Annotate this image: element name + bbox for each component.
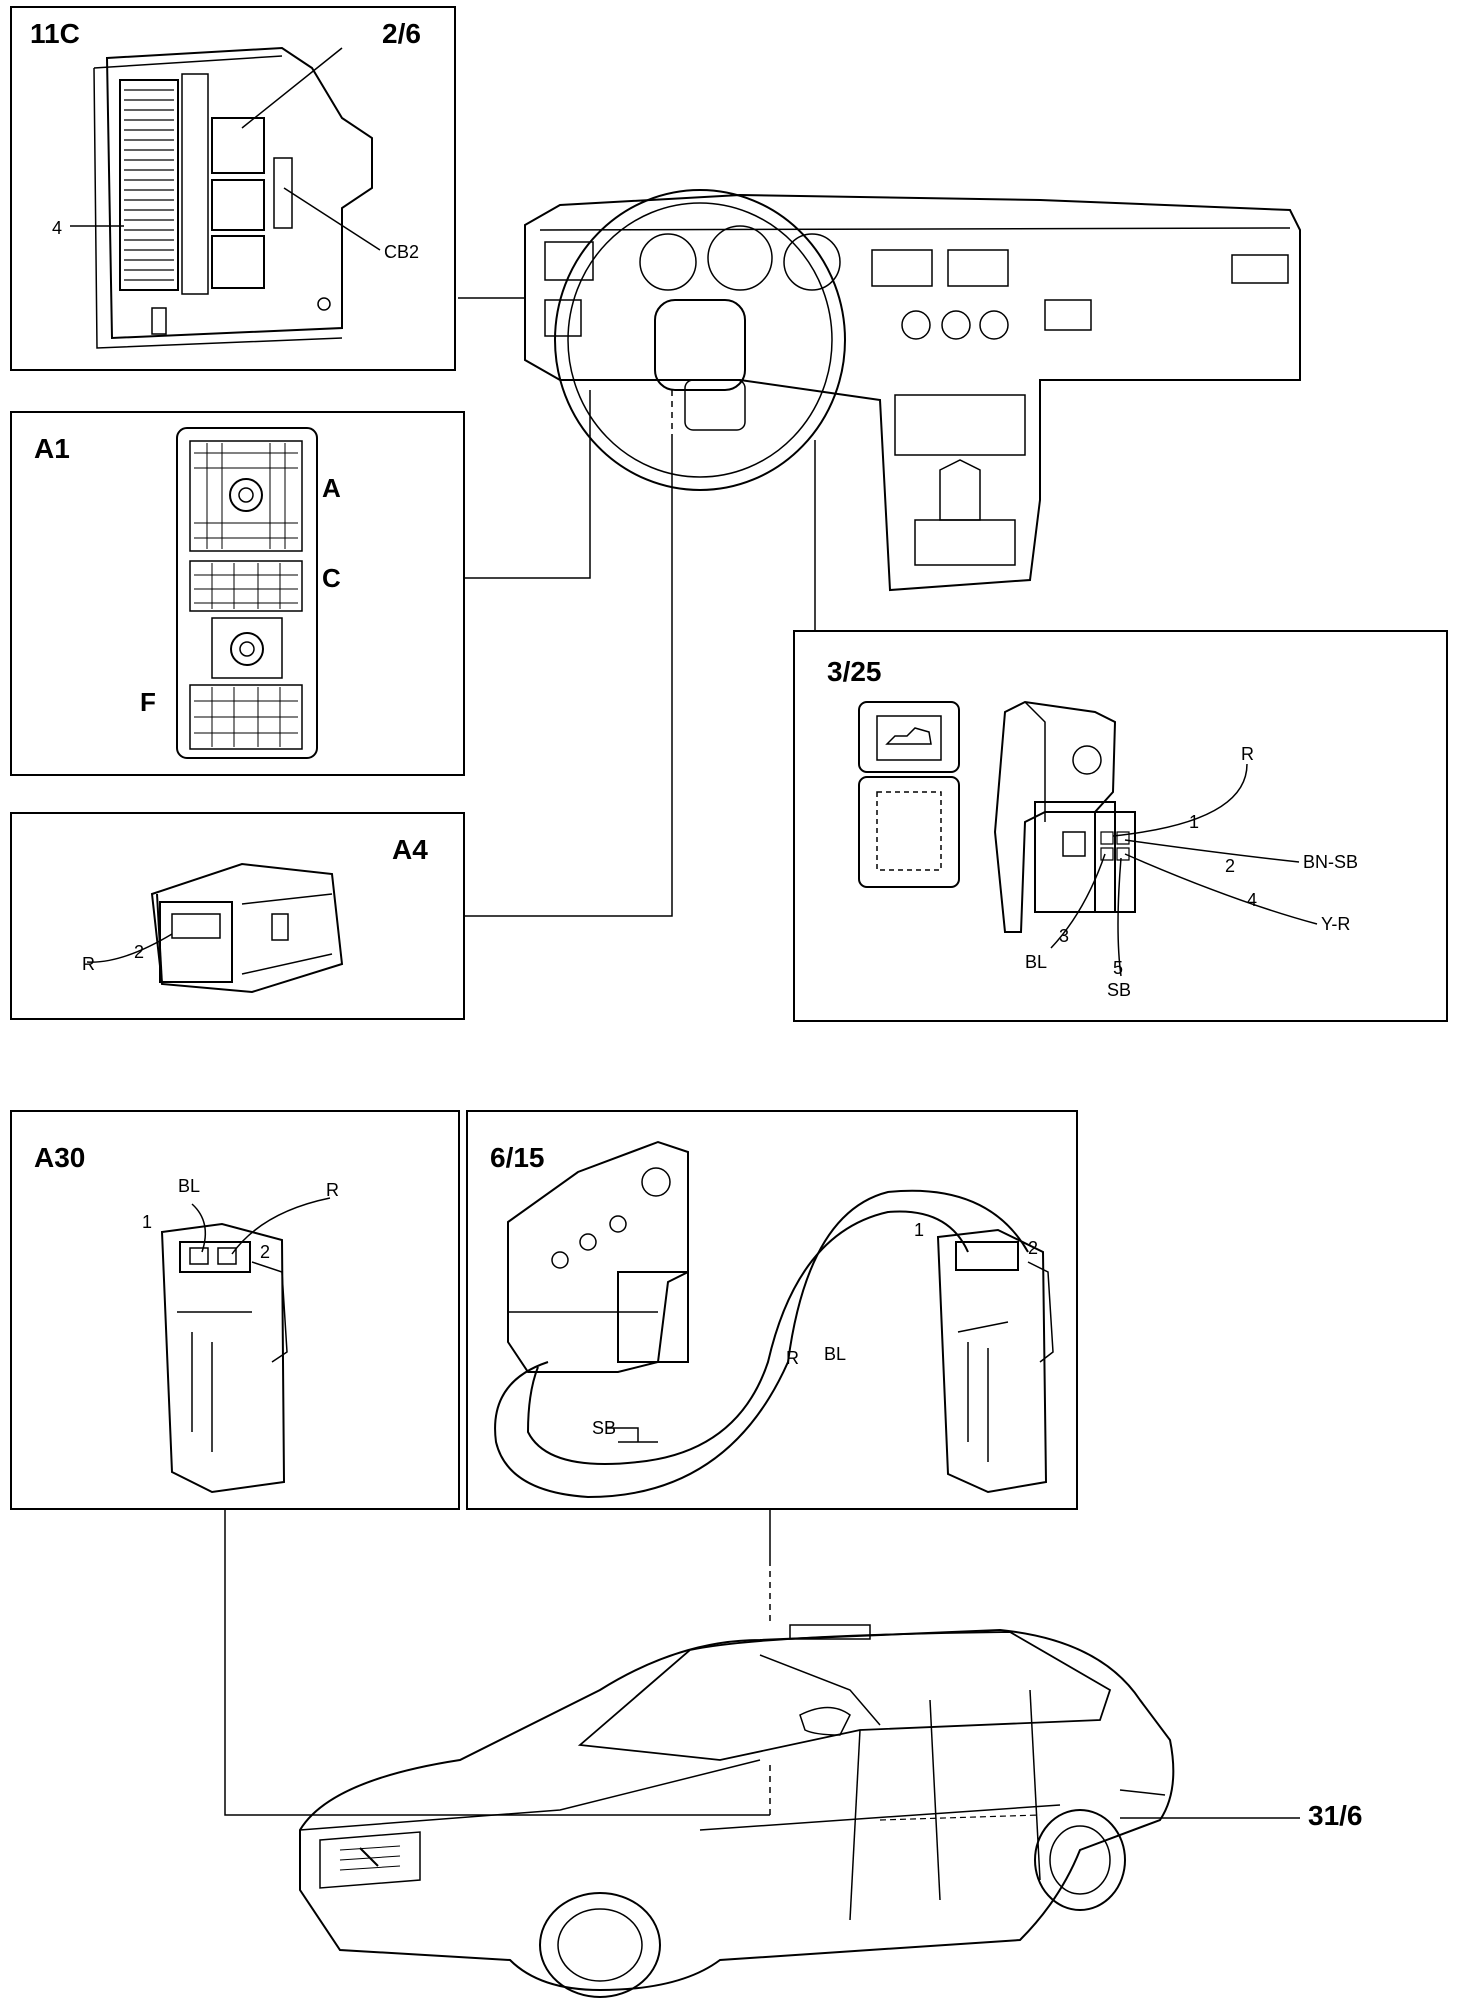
a30-wire-bl-label: BL (178, 1176, 201, 1196)
pin-4-label: 4 (1247, 890, 1258, 910)
panel-3-25-title: 3/25 (827, 656, 882, 687)
panel-6-15-title: 6/15 (490, 1142, 545, 1173)
switch-3-25-drawing (795, 632, 1450, 1024)
panel-a1: A1 A C F (10, 411, 465, 776)
a30-pin-1-label: 1 (142, 1212, 153, 1232)
p615-wire-bl-label: BL (824, 1344, 847, 1364)
panel-11c-label-4: 4 (52, 218, 63, 238)
fuse-box-drawing (12, 8, 458, 373)
pin-5-label: 5 (1113, 958, 1124, 978)
connector-f-label: F (140, 687, 156, 717)
panel-a30-title: A30 (34, 1142, 86, 1173)
panel-11c-title: 11C (30, 18, 80, 49)
p615-wire-sb-label: SB (592, 1418, 617, 1438)
connector-c-label: C (322, 563, 341, 593)
a30-connector-drawing (12, 1112, 462, 1512)
panel-a4: A4 R 2 (10, 812, 465, 1020)
panel-a4-wire-label: R (82, 954, 95, 974)
wire-bn-sb-label: BN-SB (1303, 852, 1359, 872)
wire-y-r-label: Y-R (1321, 914, 1351, 934)
panel-11c: 11C 2/6 4 CB2 (10, 6, 456, 371)
connector-a-label: A (322, 473, 341, 503)
wire-bl-label: BL (1025, 952, 1048, 972)
panel-11c-ref: 2/6 (382, 18, 421, 49)
panel-6-15: 6/15 1 2 R BL SB (466, 1110, 1078, 1510)
panel-11c-label-cb2: CB2 (384, 242, 420, 262)
wire-sb-label: SB (1107, 980, 1132, 1000)
panel-a30: A30 1 2 BL R (10, 1110, 460, 1510)
a30-pin-2-label: 2 (260, 1242, 271, 1262)
wire-r-label: R (1241, 744, 1254, 764)
control-module-connector-drawing (12, 413, 467, 778)
a4-connector-drawing (12, 814, 467, 1022)
trunk-motor-drawing (468, 1112, 1080, 1512)
panel-a1-title: A1 (34, 433, 70, 464)
a30-wire-r-label: R (326, 1180, 339, 1200)
callout-31-6: 31/6 (1308, 1800, 1363, 1831)
pin-1-label: 1 (1189, 812, 1200, 832)
pin-3-label: 3 (1059, 926, 1070, 946)
pin-2-label: 2 (1225, 856, 1236, 876)
panel-a4-title: A4 (392, 834, 428, 865)
panel-a4-pin-label: 2 (134, 942, 145, 962)
p615-pin-1-label: 1 (914, 1220, 925, 1240)
panel-3-25: 3/25 1 2 3 4 5 R BN-SB BL Y-R SB (793, 630, 1448, 1022)
